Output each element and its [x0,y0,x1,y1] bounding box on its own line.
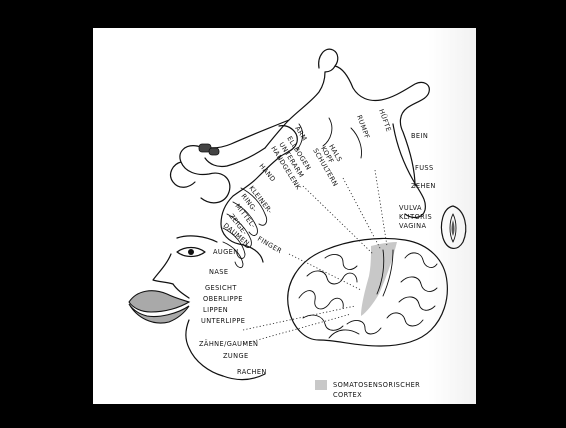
label-vulva: VULVA [399,204,422,212]
label-klitoris: KLITORIS [399,213,432,221]
label-bein: BEIN [411,132,428,140]
label-fuss: FUSS [415,164,434,172]
body-part-labels: HALS KOPF SCHULTERN RUMPF HÜFTE ARM ELLB… [199,108,436,376]
homunculus-hand [171,146,230,203]
label-hand: HAND [257,162,277,183]
legend-label-line1: SOMATOSENSORISCHER [333,381,420,389]
label-nase: NASE [209,268,228,276]
sensory-homunculus-diagram: HALS KOPF SCHULTERN RUMPF HÜFTE ARM ELLB… [93,28,476,404]
label-augen: AUGEN [213,248,239,256]
label-unterlippe: UNTERLIPPE [201,317,245,325]
fingertip-2 [209,148,219,155]
eye-pupil [188,249,194,255]
illustration-page: HALS KOPF SCHULTERN RUMPF HÜFTE ARM ELLB… [93,28,476,404]
vulva-inset-drawing [441,206,465,248]
label-zaehne: ZÄHNE/GAUMEN [199,339,258,348]
legend-label-line2: CORTEX [333,391,362,399]
label-oberlippe: OBERLIPPE [203,295,243,303]
chin-jaw [186,320,223,376]
upper-lip [129,291,189,312]
label-finger: FINGER [256,235,283,255]
label-gesicht: GESICHT [205,284,237,292]
eyebrow [177,236,217,242]
legend-swatch [315,380,327,390]
somatosensory-cortex-area [361,242,397,316]
nose [153,254,173,284]
label-rachen: RACHEN [237,368,267,376]
brain-illustration [288,238,448,346]
homunculus-arm [197,120,289,167]
label-huefte: HÜFTE [377,108,394,133]
leader-lines [243,170,387,344]
label-zehen: ZEHEN [411,182,436,190]
homunculus-head [319,49,338,72]
label-zunge: ZUNGE [223,352,249,360]
legend: SOMATOSENSORISCHER CORTEX [315,380,420,399]
label-lippen: LIPPEN [203,306,228,314]
label-vagina: VAGINA [399,222,426,230]
cheek [173,284,189,298]
